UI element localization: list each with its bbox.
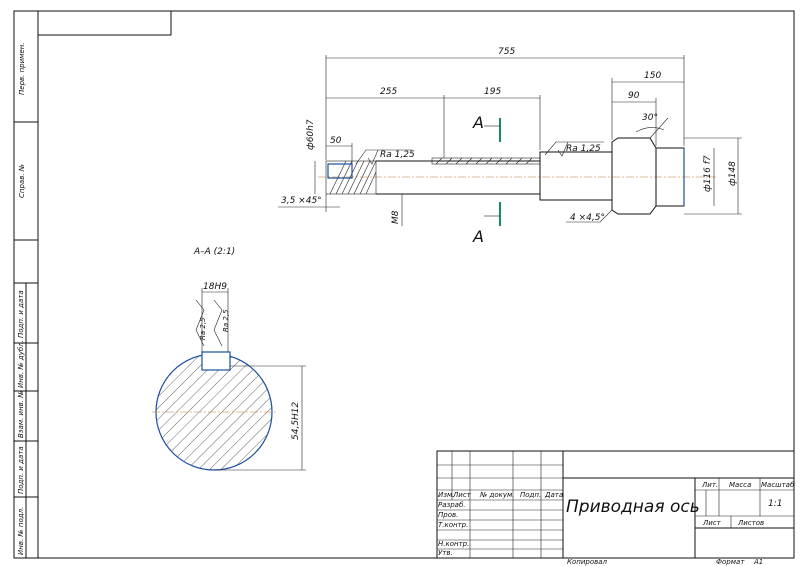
center-hole — [327, 163, 353, 179]
tb-scale-value: 1:1 — [768, 499, 782, 509]
roughness-right: Ra 1,25 — [566, 144, 601, 154]
dim-dia-116: ф116 f7 — [703, 155, 713, 192]
tb-format-label: Формат — [716, 558, 745, 566]
left-journal — [325, 160, 377, 195]
tb-col-sign: Подп. — [520, 491, 541, 499]
section-rough-b: Ra 2,5 — [222, 309, 230, 332]
section-title: А–А (2:1) — [193, 247, 235, 257]
tb-row-razrab: Разраб. — [438, 501, 466, 509]
side-label-5: Взам. инв. № — [17, 390, 25, 438]
tb-row-utv: Утв. — [438, 549, 453, 557]
middle-step — [539, 151, 613, 201]
dim-50: 50 — [330, 136, 342, 146]
tb-sheet-label: Лист — [702, 519, 722, 527]
section-key-depth: 54,5Н12 — [291, 401, 301, 440]
section-markers: A A — [472, 113, 501, 246]
roughness-left: Ra 1,25 — [380, 150, 415, 160]
side-strip: Перв. примен. Справ. № Подп. и дата Инв.… — [13, 10, 39, 559]
side-label-3: Подп. и дата — [17, 290, 25, 338]
dim-dia-148: ф148 — [728, 161, 738, 186]
tb-col-list: Лист — [452, 491, 472, 499]
section-key-width: 18H9 — [203, 282, 227, 292]
section-letter-bottom: A — [472, 227, 484, 246]
title-block: Изм. Лист № докум. Подп. Дата Разраб. Пр… — [436, 450, 795, 566]
drawing-title: Приводная ось — [566, 497, 700, 517]
tb-copied: Копировал — [567, 558, 608, 566]
chamfer-left: 3,5 ×45° — [281, 196, 322, 206]
side-label-1: Перв. примен. — [18, 42, 26, 95]
dim-755: 755 — [498, 47, 515, 57]
collar — [611, 137, 685, 215]
section-keyway — [201, 351, 231, 371]
shaft-view — [318, 137, 716, 215]
dim-angle: 30° — [642, 113, 658, 123]
tb-lit-label: Лит. — [701, 481, 718, 489]
dimensions: 755 150 90 255 195 50 ф60h7 3,5 ×45° М8 — [278, 47, 742, 226]
top-left-box — [38, 11, 172, 36]
section-letter-top: A — [472, 113, 484, 132]
tb-format-value: А1 — [753, 558, 763, 566]
side-label-2: Справ. № — [18, 164, 26, 198]
section-rough-a: Ra 2,5 — [199, 317, 207, 340]
dim-m8: М8 — [391, 210, 401, 224]
keyway-hatch — [435, 157, 533, 165]
chamfer-right: 4 ×4,5° — [570, 213, 605, 223]
dim-195: 195 — [484, 87, 501, 97]
side-label-4: Инв. № дубл. — [17, 340, 25, 388]
dim-dia-left: ф60h7 — [306, 119, 316, 150]
drawing-frame — [37, 10, 795, 559]
tb-row-nkontr: Н.контр. — [438, 540, 469, 548]
tb-col-date: Дата — [544, 491, 563, 499]
tb-scale-label: Масштаб — [761, 481, 795, 489]
tb-mass-label: Масса — [729, 481, 751, 489]
section-view: А–А (2:1) 18H9 Ra 2,5 Ra 2,5 54,5Н12 — [152, 247, 306, 471]
tb-col-izm: Изм. — [438, 491, 454, 499]
tb-row-prov: Пров. — [438, 511, 458, 519]
tb-row-tkontr: Т.контр. — [438, 521, 468, 529]
side-label-6: Подп. и дата — [17, 446, 25, 494]
tb-col-doc: № докум. — [479, 491, 515, 499]
side-label-7: Инв. № подл. — [17, 507, 25, 555]
dim-90: 90 — [628, 91, 640, 101]
dim-255: 255 — [380, 87, 397, 97]
tb-sheets-label: Листов — [737, 519, 764, 527]
dim-150: 150 — [644, 71, 661, 81]
